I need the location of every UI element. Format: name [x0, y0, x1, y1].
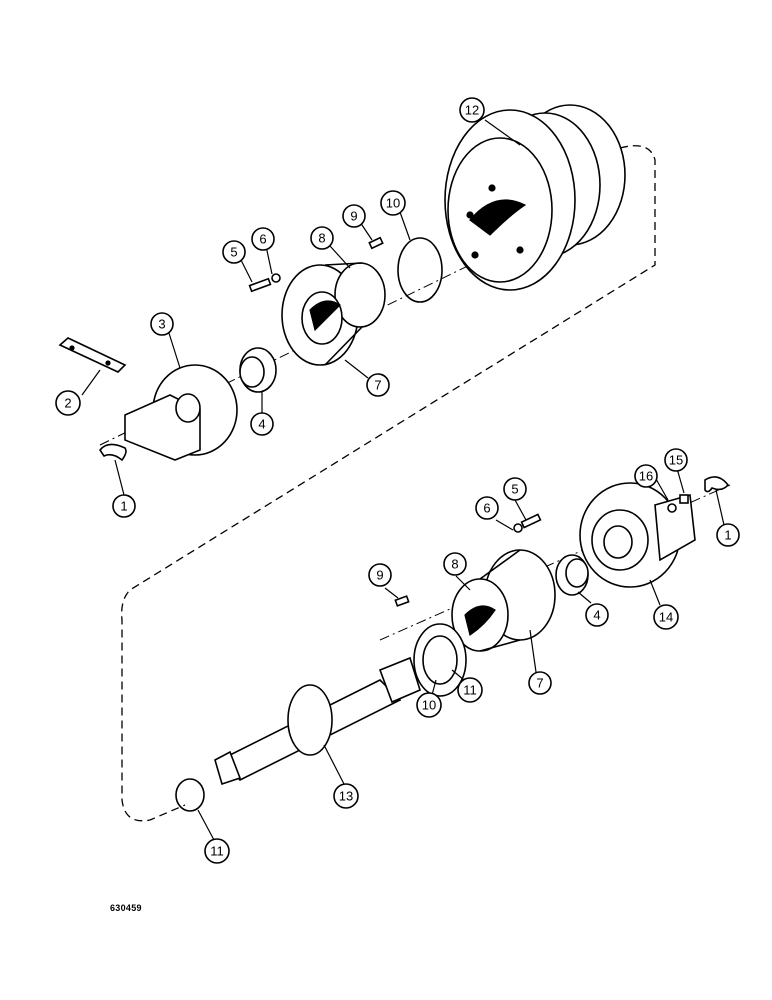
figure-code: 630459: [110, 903, 142, 913]
callout-11-upper: 11: [457, 677, 483, 703]
svg-text:9: 9: [376, 568, 383, 583]
svg-text:16: 16: [639, 469, 653, 484]
lower-thrust-washer-part: [413, 623, 467, 697]
upper-dowel-part: [368, 236, 384, 250]
callout-2: 2: [55, 390, 81, 416]
svg-text:3: 3: [158, 317, 165, 332]
upper-retainer-ring-part: [99, 443, 127, 462]
callout-10-lower: 10: [416, 692, 442, 718]
lower-axis-line: [379, 484, 731, 641]
callout-13: 13: [333, 783, 359, 809]
lower-dowel-part: [394, 595, 410, 607]
svg-text:4: 4: [258, 417, 265, 432]
svg-text:14: 14: [659, 610, 673, 625]
callout-1-upper: 1: [112, 494, 136, 518]
callout-10-upper: 10: [380, 190, 406, 216]
lower-screw-part: [513, 513, 542, 533]
roller-shell-part: [444, 104, 626, 291]
callout-12: 12: [459, 97, 485, 123]
upper-end-cap-part: [124, 364, 238, 461]
callout-8-upper: 8: [310, 226, 334, 250]
callout-16: 16: [634, 464, 658, 488]
upper-collar-part: [281, 262, 386, 366]
svg-text:1: 1: [724, 528, 731, 543]
lower-o-ring-part: [175, 778, 205, 812]
svg-text:6: 6: [483, 501, 490, 516]
callout-5-upper: 5: [222, 240, 246, 264]
svg-text:2: 2: [64, 396, 71, 411]
svg-text:6: 6: [259, 232, 266, 247]
lower-retainer-ring-part: [704, 476, 730, 493]
lower-seal-part: [555, 554, 589, 596]
svg-text:8: 8: [451, 557, 458, 572]
svg-text:7: 7: [374, 378, 381, 393]
leader-lines: [81, 119, 725, 841]
callout-5-lower: 5: [503, 477, 527, 501]
callout-9-lower: 9: [368, 563, 392, 587]
upper-o-ring-part: [397, 237, 443, 303]
callout-4-upper: 4: [250, 412, 274, 436]
callout-8-lower: 8: [443, 552, 467, 576]
svg-text:11: 11: [463, 683, 477, 698]
lower-end-cap-part: [579, 482, 696, 588]
svg-text:10: 10: [422, 698, 436, 713]
callout-6-lower: 6: [475, 496, 499, 520]
svg-text:4: 4: [593, 608, 600, 623]
callout-6-upper: 6: [251, 227, 275, 251]
upper-seal-part: [239, 347, 277, 393]
svg-text:15: 15: [669, 453, 683, 468]
svg-text:11: 11: [210, 844, 224, 859]
svg-text:13: 13: [339, 789, 353, 804]
assembly-dashed-boundary: [121, 145, 656, 822]
svg-text:8: 8: [318, 231, 325, 246]
plate-part: [58, 337, 127, 373]
callout-11-lower: 11: [204, 838, 230, 864]
upper-screw-part: [248, 273, 281, 293]
svg-text:5: 5: [511, 482, 518, 497]
svg-text:7: 7: [536, 676, 543, 691]
callout-7-lower: 7: [528, 671, 552, 695]
washer-part-16: [667, 503, 677, 513]
svg-text:1: 1: [120, 499, 127, 514]
callout-9-upper: 9: [342, 204, 366, 228]
callout-1-lower: 1: [716, 523, 740, 547]
svg-text:9: 9: [350, 209, 357, 224]
callout-7-upper: 7: [366, 373, 390, 397]
lower-collar-part: [451, 549, 556, 652]
shaft-part: [214, 656, 421, 786]
callout-15: 15: [664, 448, 688, 472]
svg-text:10: 10: [386, 196, 400, 211]
svg-text:12: 12: [465, 103, 479, 118]
svg-text:5: 5: [230, 245, 237, 260]
callout-14: 14: [653, 604, 679, 630]
callout-3: 3: [150, 312, 174, 336]
callout-4-lower: 4: [585, 603, 609, 627]
plug-part-15: [679, 494, 689, 504]
